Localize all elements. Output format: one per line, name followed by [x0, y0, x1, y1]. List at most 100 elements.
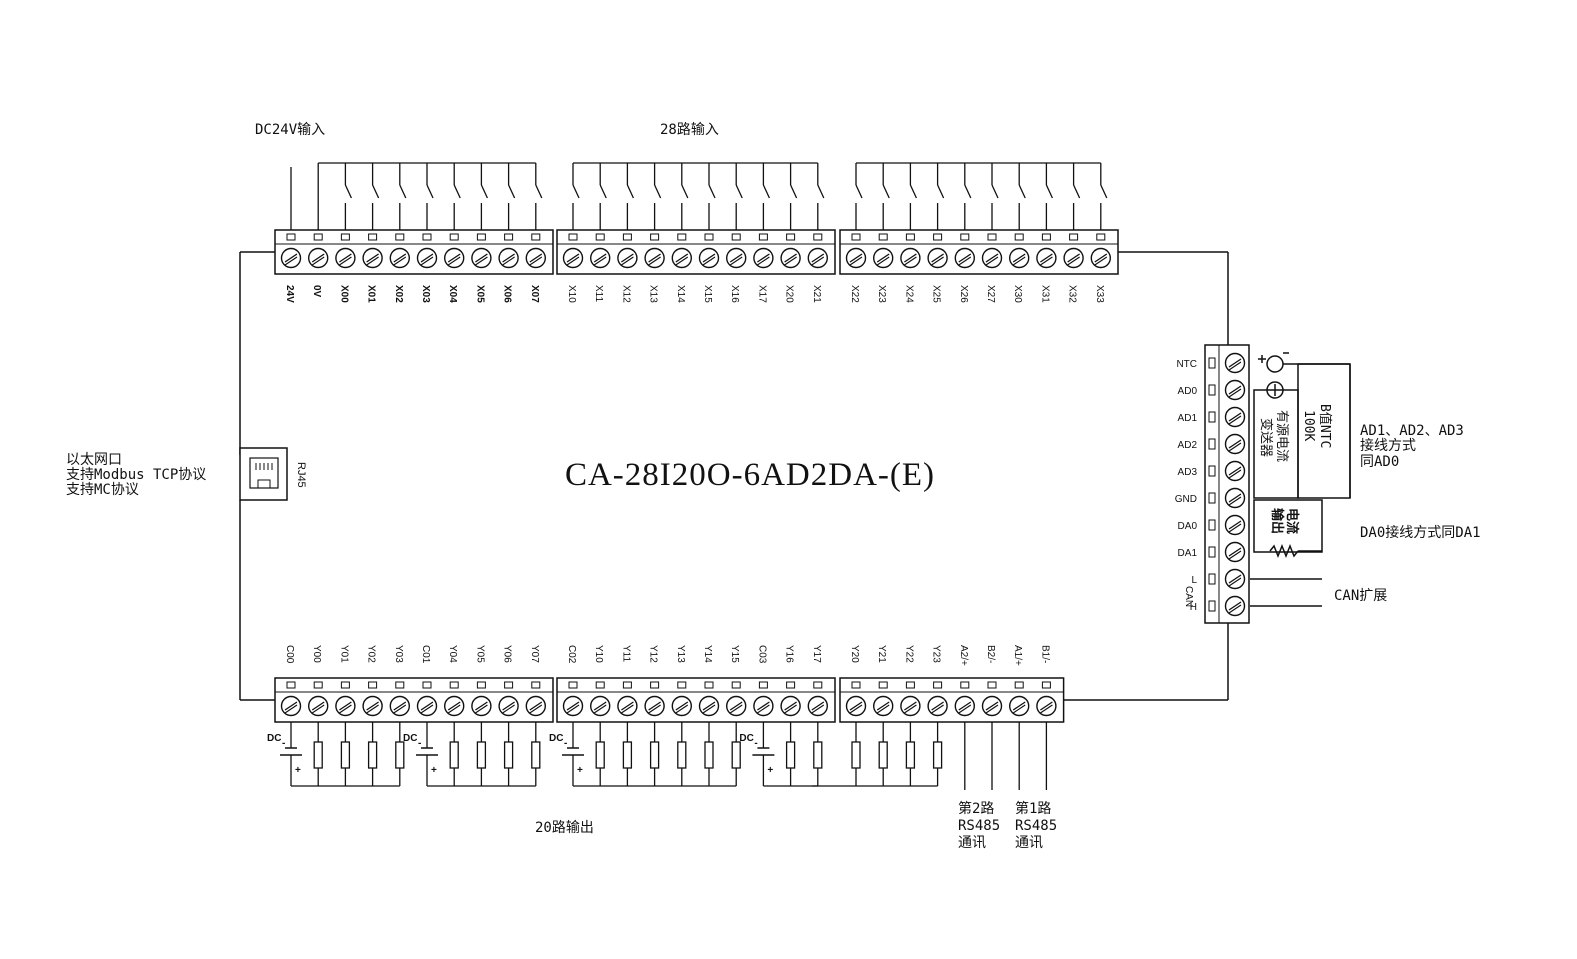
terminal-led: [905, 681, 915, 689]
ad-wiring-label-1: AD1、AD2、AD3: [1360, 423, 1464, 439]
switch-contact: [855, 184, 863, 199]
load-resistor: [731, 741, 741, 769]
screw-slot: [284, 253, 298, 263]
screw-slot: [593, 704, 607, 714]
screw-slot: [311, 253, 325, 263]
terminal-label: AD2: [1178, 440, 1198, 451]
terminal-led: [878, 233, 888, 241]
terminal-label: X23: [876, 285, 887, 303]
screw-slot: [1228, 604, 1242, 614]
terminal-led: [395, 681, 405, 689]
terminal-led: [960, 233, 970, 241]
screw-slot: [475, 256, 488, 266]
terminal-label: X31: [1039, 285, 1050, 303]
screw-slot: [849, 701, 863, 711]
terminal-label: X21: [811, 285, 822, 303]
terminal-label: X20: [784, 285, 795, 303]
terminal-label: 0V: [311, 285, 322, 298]
terminal-led: [622, 233, 632, 241]
screw-slot: [702, 253, 716, 263]
screw-slot: [757, 253, 770, 263]
screw-slot: [757, 704, 770, 714]
screw-slot: [420, 253, 434, 263]
screw-slot: [593, 701, 607, 711]
ad-wiring-label-2: 接线方式: [1360, 437, 1416, 454]
terminal-led: [531, 681, 541, 689]
rj45-label: RJ45: [295, 462, 307, 488]
dc-plus-label: +: [295, 765, 301, 776]
terminal-led: [731, 681, 741, 689]
current-output-label-1: 电流: [1284, 508, 1300, 534]
terminal-label: X17: [756, 285, 767, 303]
terminal-label: X15: [702, 285, 713, 303]
switch-contact: [790, 184, 798, 199]
terminal-label: X25: [931, 285, 942, 303]
terminal-led: [813, 233, 823, 241]
terminal-label: Y07: [529, 645, 540, 663]
terminal-led: [650, 233, 660, 241]
screw-slot: [366, 253, 379, 263]
screw-slot: [675, 253, 689, 263]
ad-wiring-label-3: 同AD0: [1360, 454, 1399, 470]
terminal-led: [704, 681, 714, 689]
terminal-label: AD3: [1178, 467, 1198, 478]
terminal-label: Y17: [811, 645, 822, 663]
screw-slot: [529, 704, 543, 714]
switch-contact: [480, 184, 488, 199]
screw-slot: [1228, 361, 1242, 371]
ntc-label-1: B值NTC: [1317, 404, 1333, 448]
screw-slot: [566, 701, 580, 711]
terminal-label: X05: [474, 285, 485, 303]
screw-slot: [675, 701, 689, 711]
screw-slot: [566, 256, 580, 266]
terminal-led: [1208, 438, 1216, 450]
screw-slot: [648, 704, 661, 714]
terminal-label: GND: [1175, 494, 1197, 505]
terminal-led: [595, 233, 605, 241]
switch-contact: [762, 184, 770, 199]
screw-slot: [1228, 601, 1242, 611]
screw-slot: [958, 704, 972, 714]
dc-label: DC: [739, 733, 753, 744]
screw-slot: [729, 701, 743, 711]
screw-slot: [729, 256, 743, 266]
screw-slot: [339, 256, 352, 266]
load-resistor: [932, 741, 943, 769]
terminal-label: Y05: [474, 645, 485, 663]
terminal-label: X06: [502, 285, 513, 303]
terminal-led: [622, 681, 632, 689]
load-resistor: [677, 741, 687, 769]
screw-slot: [1012, 701, 1026, 711]
terminal-led: [1208, 546, 1216, 558]
terminal-led: [531, 233, 541, 241]
terminal-label: X27: [985, 285, 996, 303]
dc-label: DC: [403, 733, 417, 744]
terminal-led: [650, 681, 660, 689]
screw-slot: [1012, 253, 1026, 263]
screw-slot: [393, 253, 407, 263]
load-resistor: [595, 741, 605, 769]
terminal-label: X30: [1012, 285, 1023, 303]
terminal-led: [1208, 411, 1216, 423]
switch-contact: [681, 184, 689, 199]
screw-slot: [393, 256, 407, 266]
screw-slot: [1094, 253, 1108, 263]
screw-slot: [648, 253, 661, 263]
terminal-led: [368, 681, 378, 689]
switch-contact: [1018, 184, 1026, 199]
current-output-label-2: 输出: [1269, 508, 1285, 534]
screw-slot: [904, 256, 917, 266]
screw-slot: [311, 701, 325, 711]
screw-slot: [811, 704, 825, 714]
switch-contact: [1045, 184, 1053, 199]
terminal-led: [1208, 600, 1216, 612]
terminal-led: [905, 233, 915, 241]
screw-slot: [1228, 469, 1242, 479]
screw-slot: [502, 256, 515, 266]
screw-slot: [593, 256, 607, 266]
screw-slot: [931, 253, 944, 263]
load-resistor: [622, 741, 633, 769]
terminal-label: H: [1190, 602, 1197, 613]
screw-slot: [621, 701, 634, 711]
